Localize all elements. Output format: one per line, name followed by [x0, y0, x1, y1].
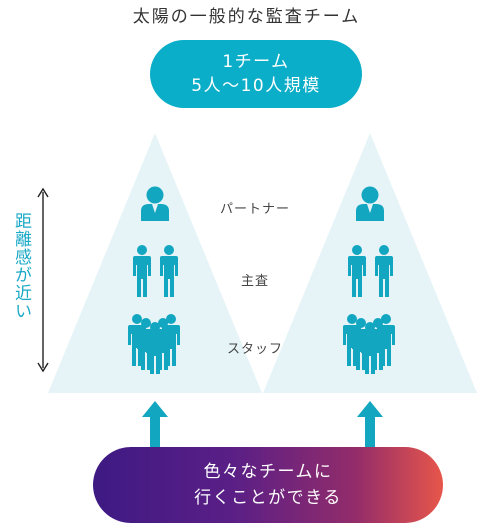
- bottom-pill-line1: 色々なチームに: [203, 462, 333, 482]
- bottom-pill-line2: 行くことができる: [194, 488, 342, 508]
- various-teams-pill: 色々なチームに 行くことができる: [93, 447, 443, 523]
- group-icon: [343, 314, 395, 374]
- double-arrow-vertical-icon: [37, 187, 49, 373]
- group-icon: [128, 314, 180, 374]
- page-title: 太陽の一般的な監査チーム: [132, 7, 361, 27]
- team-size-pill: 1チーム 5人～10人規模: [150, 40, 362, 108]
- right-triangle: [263, 133, 477, 393]
- role-label-staff: スタッフ: [226, 342, 283, 357]
- distance-label: 距離感が近い: [11, 212, 31, 320]
- role-label-partner: パートナー: [219, 202, 290, 217]
- team-pill-line2: 5人～10人規模: [191, 76, 321, 96]
- role-label-manager: 主査: [240, 274, 269, 289]
- left-triangle: [48, 133, 262, 393]
- up-arrow-icon: [142, 401, 168, 453]
- team-pill-line1: 1チーム: [222, 52, 290, 72]
- up-arrow-icon: [357, 401, 383, 453]
